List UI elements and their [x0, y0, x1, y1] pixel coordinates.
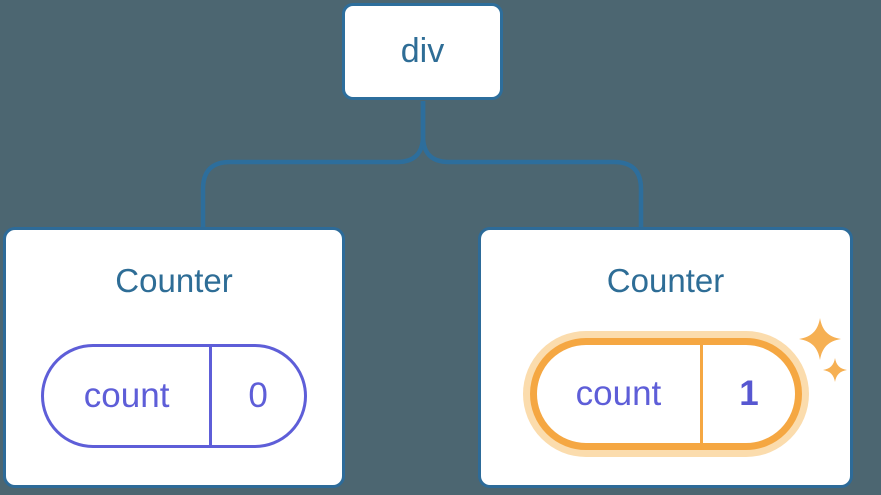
component-title: Counter — [115, 262, 233, 299]
state-key-label: count — [537, 344, 704, 443]
component-card-counter-left: Counter count 0 — [3, 227, 345, 488]
state-value: 0 — [248, 375, 268, 415]
component-title: Counter — [606, 262, 725, 299]
sparkle-large-icon — [799, 318, 841, 360]
state-value: 1 — [739, 373, 759, 413]
state-key-label: count — [44, 346, 213, 445]
root-node-label: div — [400, 32, 445, 70]
connector-right-branch — [420, 101, 644, 228]
component-card-counter-right: Counter count 1 — [478, 227, 853, 488]
state-pill-highlighted: count 1 — [529, 337, 802, 450]
sparkle-small-icon — [823, 358, 847, 382]
state-pill: count 0 — [41, 343, 307, 448]
connector-left-branch — [200, 101, 426, 228]
tree-root-node: div — [342, 3, 503, 100]
